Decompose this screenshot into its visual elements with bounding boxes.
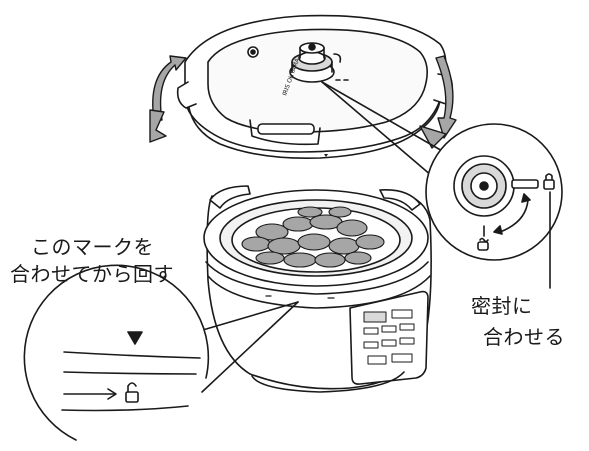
control-panel bbox=[349, 290, 429, 385]
pot-align-marks bbox=[265, 295, 335, 299]
vent-icon bbox=[477, 237, 489, 251]
rotate-right-arrow-icon bbox=[435, 55, 457, 139]
rotate-arrows-icon bbox=[149, 55, 457, 149]
align-zoom-circle bbox=[23, 264, 210, 441]
align-leader-line-top bbox=[195, 301, 299, 333]
triangle-down-marker-icon bbox=[127, 331, 143, 345]
align-zoom-band-low bbox=[61, 405, 189, 412]
valve-rotate-arc bbox=[499, 199, 529, 233]
valve-knob-dot bbox=[479, 181, 489, 191]
control-panel-buttons bbox=[363, 309, 415, 365]
align-zoom-band-mid bbox=[63, 371, 197, 375]
valve-leader-line-bottom bbox=[321, 81, 433, 177]
pot-right-handle bbox=[379, 188, 421, 211]
rotate-right-lower-arrow-icon bbox=[419, 125, 447, 149]
align-arrow-head-icon bbox=[107, 388, 117, 400]
pot bbox=[203, 185, 432, 393]
valve-rotate-arrowhead bbox=[521, 193, 531, 203]
seal-label-line2: 合わせる bbox=[483, 325, 565, 349]
lid-pin-inner bbox=[250, 49, 256, 55]
lid-skirt bbox=[187, 99, 441, 160]
align-zoom-band-top bbox=[63, 351, 201, 359]
align-leader-line-bottom bbox=[201, 301, 299, 393]
lid-left-tab bbox=[176, 81, 197, 109]
valve-zoom-callout bbox=[321, 81, 563, 289]
align-mark-label-line2: 合わせてから回す bbox=[10, 262, 174, 286]
valve-leader-line-top bbox=[321, 81, 445, 153]
lid: IRIS OHYAMA bbox=[176, 14, 454, 160]
seal-label-line1: 密封に bbox=[471, 294, 533, 318]
lock-icon bbox=[543, 173, 555, 190]
valve-rotate-arrowhead-bottom bbox=[493, 225, 503, 235]
rotate-left-lower-arrow-icon bbox=[149, 109, 167, 143]
align-mark-label-line1: このマークを bbox=[31, 235, 154, 259]
lid-handle-grip bbox=[257, 123, 315, 135]
unlocked-padlock-icon bbox=[125, 382, 139, 403]
pot-rim-band-lower bbox=[207, 275, 431, 309]
pot-rim-band bbox=[205, 261, 429, 295]
rotate-left-arrow-icon bbox=[152, 55, 187, 121]
lid-pressure-valve bbox=[289, 42, 342, 83]
valve-pointer-tab bbox=[511, 179, 539, 189]
food-in-pot bbox=[241, 206, 385, 268]
pot-base bbox=[251, 371, 405, 393]
lid-triangle-mark bbox=[324, 154, 328, 157]
pot-left-handle bbox=[209, 185, 251, 209]
align-mark-zoom-callout bbox=[23, 264, 299, 441]
lid-front-handle bbox=[249, 119, 321, 146]
